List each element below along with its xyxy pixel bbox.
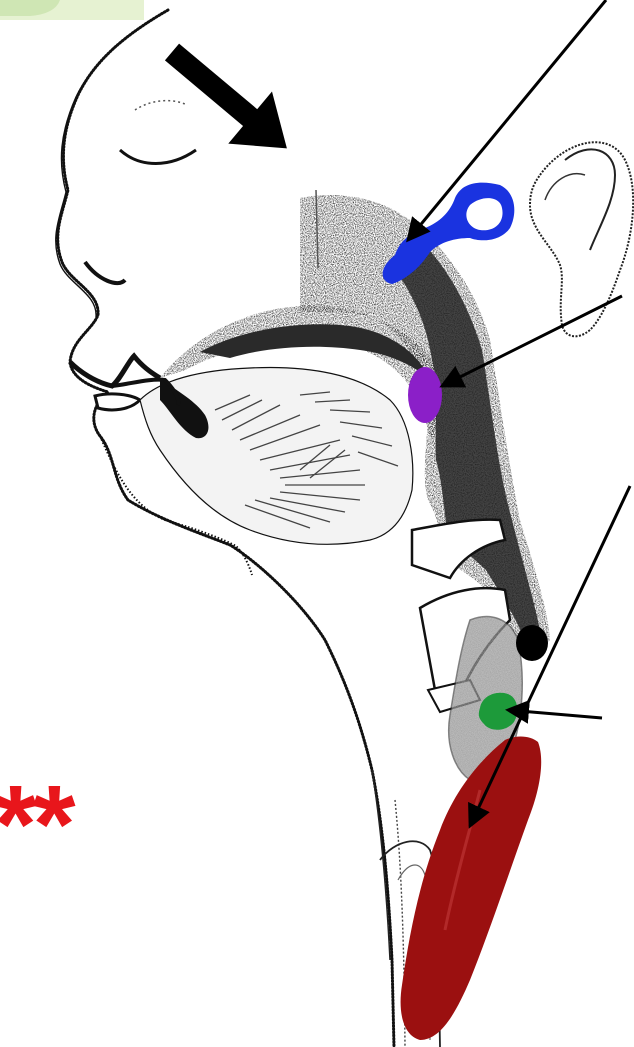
thick-arrow-icon — [150, 26, 309, 175]
tonsil-highlight — [408, 367, 442, 423]
eyebrow — [135, 101, 185, 110]
lower-lip — [95, 394, 140, 410]
nostril — [85, 262, 125, 283]
eye — [120, 150, 196, 164]
trachea-left — [372, 770, 390, 960]
black-spot — [516, 625, 548, 661]
ear — [530, 142, 633, 336]
asterisk-marker: ** — [0, 770, 72, 880]
esophagus-highlight — [401, 736, 542, 1040]
